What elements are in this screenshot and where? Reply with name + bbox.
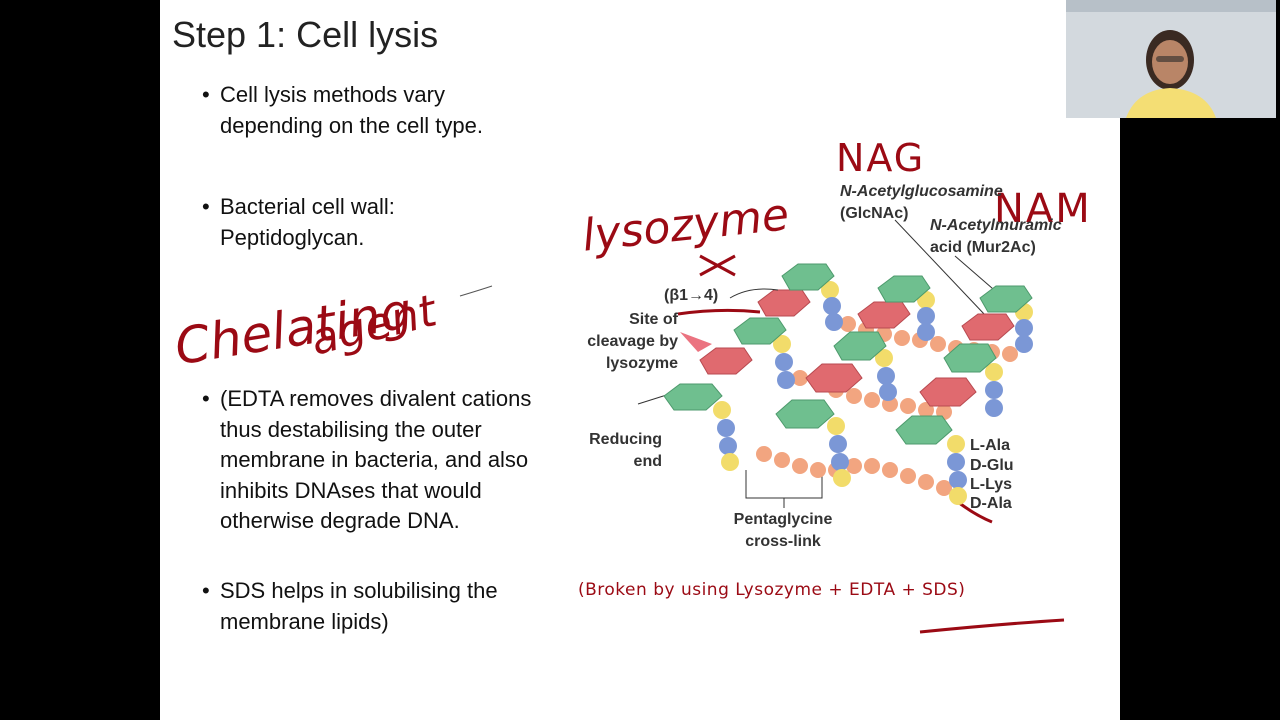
peptide-chain-6 — [917, 291, 935, 341]
annotation-broken-by: (Broken by using Lysozyme + EDTA + SDS) — [578, 580, 966, 600]
annotation-nam: NAM — [994, 186, 1092, 232]
label-d-glu: D-Glu — [970, 457, 1014, 474]
annotation-nag: NAG — [836, 136, 926, 180]
label-pentaglycine: Pentaglycine — [734, 511, 833, 528]
label-site-2: cleavage by — [587, 333, 678, 350]
presentation-slide: Step 1: Cell lysis • Cell lysis methods … — [160, 0, 1120, 720]
peptide-chain-4 — [827, 417, 851, 487]
label-l-ala: L-Ala — [970, 437, 1010, 454]
peptidoglycan-diagram: N-Acetylglucosamine (GlcNAc) N-Acetylmur… — [459, 183, 1065, 634]
label-nag-full: N-Acetylglucosamine — [840, 183, 1003, 200]
label-cross-link: cross-link — [745, 533, 821, 550]
peptide-chain-7 — [947, 435, 967, 505]
label-reducing-2: end — [634, 453, 662, 470]
peptide-chain-1 — [713, 401, 739, 471]
label-nam-abbr: acid (Mur2Ac) — [930, 239, 1036, 256]
label-site-1: Site of — [629, 311, 679, 328]
peptide-chain-3 — [821, 281, 843, 331]
label-reducing-1: Reducing — [589, 431, 662, 448]
glycine-chain-bottom — [756, 446, 952, 496]
label-nag-abbr: (GlcNAc) — [840, 205, 908, 222]
webcam-video — [1066, 0, 1276, 118]
label-d-ala: D-Ala — [970, 495, 1012, 512]
label-nam-full: N-Acetylmuramic — [930, 217, 1062, 234]
cleavage-arrow-icon — [680, 332, 712, 352]
bullet-cell-lysis-methods: • Cell lysis methods vary depending on t… — [202, 82, 483, 138]
slide-title: Step 1: Cell lysis — [172, 14, 439, 55]
peptide-chain-2 — [773, 335, 795, 389]
bullet-edta: • (EDTA removes divalent cations thus de… — [202, 386, 532, 533]
glycan-strand-3 — [895, 285, 1033, 445]
label-l-lys: L-Lys — [970, 476, 1012, 493]
bullet-bacterial-cell-wall: • Bacterial cell wall: Peptidoglycan. — [202, 194, 395, 250]
label-site-3: lysozyme — [606, 355, 678, 372]
glycan-strand-1 — [663, 263, 835, 411]
glycan-strand-2 — [775, 275, 931, 429]
label-bond: (β1→4) — [664, 287, 718, 304]
peptide-chain-5 — [875, 349, 897, 401]
person-icon — [1066, 0, 1276, 118]
peptide-chain-8 — [985, 363, 1003, 417]
bullet-sds: • SDS helps in solubilising the membrane… — [202, 578, 498, 634]
